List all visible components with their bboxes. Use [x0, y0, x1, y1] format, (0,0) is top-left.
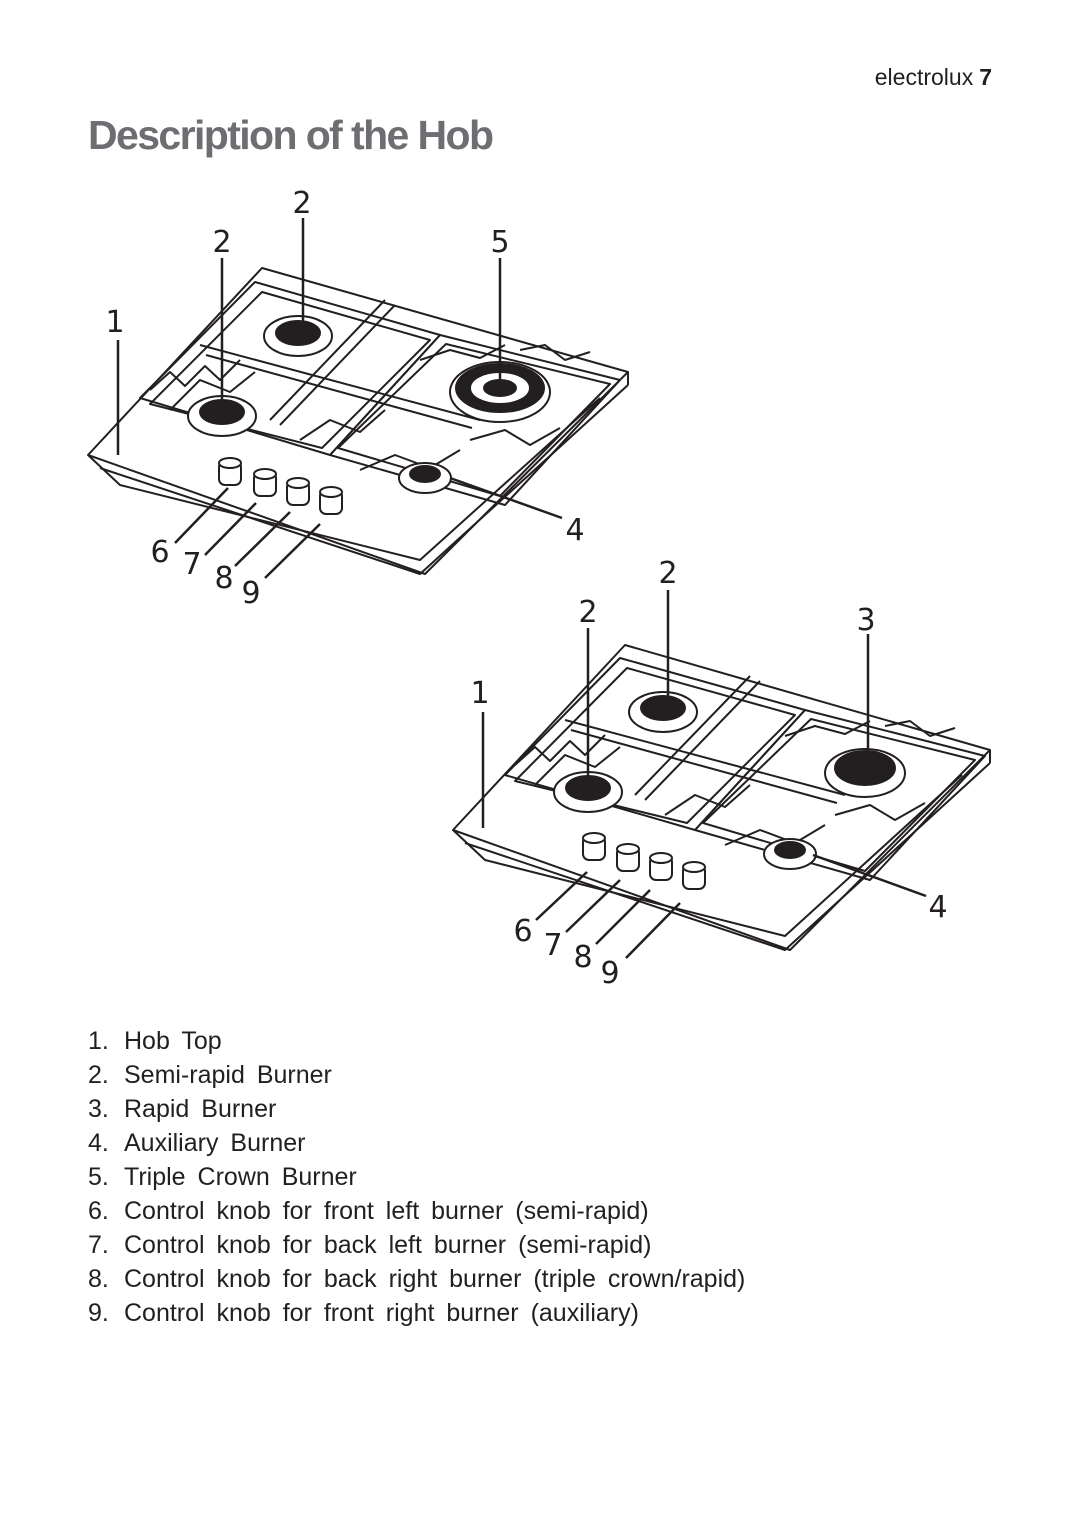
- burner-rapid: [824, 748, 906, 798]
- callout-7: 7: [543, 928, 562, 963]
- callout-4: 4: [565, 513, 584, 548]
- callout-8: 8: [573, 940, 592, 975]
- hob-top-outline: [452, 644, 991, 951]
- legend-text: Control knob for front left burner (semi…: [124, 1197, 649, 1225]
- control-knobs: [218, 457, 343, 515]
- callout-1: 1: [470, 676, 489, 711]
- callout-6: 6: [150, 535, 169, 570]
- callout-2-left: 2: [578, 595, 597, 630]
- hob-diagrams: 2 2 5 1 4 6 7 8 9: [87, 186, 991, 991]
- burner-back-left: [263, 315, 333, 357]
- leader-lines: [481, 590, 927, 959]
- figure2-callouts: 2 2 3 1 4 6 7 8 9: [470, 556, 947, 991]
- callout-7: 7: [182, 547, 201, 582]
- callout-2-top: 2: [292, 186, 311, 221]
- legend-item: 4. Auxiliary Burner: [88, 1126, 745, 1160]
- leader-lines: [116, 218, 563, 579]
- legend-item: 3. Rapid Burner: [88, 1092, 745, 1126]
- burner-auxiliary: [763, 838, 817, 870]
- legend-text: Hob Top: [124, 1027, 222, 1055]
- legend-item: 5. Triple Crown Burner: [88, 1160, 745, 1194]
- legend-number: 1.: [88, 1027, 109, 1055]
- legend-text: Control knob for back left burner (semi-…: [124, 1231, 652, 1259]
- legend-item: 7. Control knob for back left burner (sem…: [88, 1228, 745, 1262]
- legend-number: 7.: [88, 1231, 109, 1259]
- legend-number: 8.: [88, 1265, 109, 1293]
- legend-text: Control knob for back right burner (trip…: [124, 1265, 746, 1293]
- hob-top-outline: [87, 267, 629, 575]
- legend-number: 9.: [88, 1299, 109, 1327]
- legend-text: Triple Crown Burner: [124, 1163, 357, 1191]
- callout-9: 9: [241, 576, 260, 611]
- callout-2-left: 2: [212, 225, 231, 260]
- legend-item: 9. Control knob for front right burner (a…: [88, 1296, 745, 1330]
- burner-triple-crown: [449, 361, 551, 423]
- page-title: Description of the Hob: [88, 112, 494, 158]
- legend-number: 5.: [88, 1163, 109, 1191]
- legend-number: 3.: [88, 1095, 109, 1123]
- legend-item: 2. Semi-rapid Burner: [88, 1058, 745, 1092]
- legend-number: 6.: [88, 1197, 109, 1225]
- legend-text: Auxiliary Burner: [124, 1129, 306, 1157]
- parts-legend: 1. Hob Top 2. Semi-rapid Burner 3. Rapid Bu…: [88, 1024, 745, 1330]
- legend-number: 2.: [88, 1061, 109, 1089]
- callout-3: 3: [856, 603, 875, 638]
- callout-5: 5: [490, 225, 509, 260]
- legend-text: Control knob for front right burner (aux…: [124, 1299, 639, 1327]
- callout-2-top: 2: [658, 556, 677, 591]
- legend-item: 8. Control knob for back right burner (tr…: [88, 1262, 745, 1296]
- legend-text: Semi-rapid Burner: [124, 1061, 332, 1089]
- hob-figure-triple-crown: [87, 218, 629, 579]
- burner-front-left: [187, 395, 257, 437]
- legend-number: 4.: [88, 1129, 109, 1157]
- callout-4: 4: [928, 890, 947, 925]
- legend-text: Rapid Burner: [124, 1095, 277, 1123]
- hob-figure-rapid: [452, 590, 991, 959]
- brand-name: electrolux: [874, 64, 974, 90]
- burner-front-left: [553, 771, 623, 813]
- control-knobs: [582, 832, 706, 890]
- callout-8: 8: [214, 561, 233, 596]
- figure1-callouts: 2 2 5 1 4 6 7 8 9: [105, 186, 584, 611]
- burner-auxiliary: [398, 462, 452, 494]
- callout-6: 6: [513, 914, 532, 949]
- burner-back-left: [628, 691, 698, 733]
- page-number: 7: [979, 64, 992, 90]
- legend-item: 6. Control knob for front left burner (se…: [88, 1194, 745, 1228]
- callout-9: 9: [600, 956, 619, 991]
- legend-item: 1. Hob Top: [88, 1024, 745, 1058]
- callout-1: 1: [105, 305, 124, 340]
